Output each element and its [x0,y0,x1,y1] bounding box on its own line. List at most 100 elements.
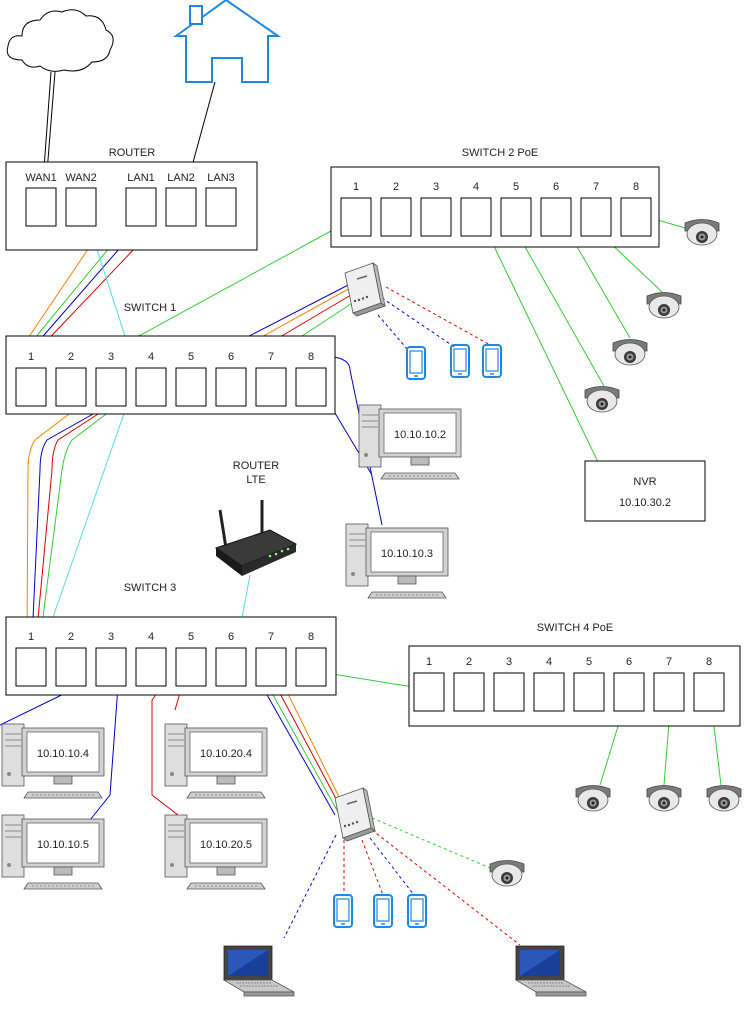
camera-icon [646,292,682,319]
switch4-port-1 [413,672,445,712]
switch2-port-6 [540,197,572,237]
switch3-port-7 [255,647,287,687]
switch1-port-label: 1 [28,351,34,363]
switch2-port-8 [620,197,652,237]
switch2-port-label: 3 [433,181,439,193]
router-lte: ROUTER LTE [214,460,298,576]
switch3-port-label: 2 [68,631,74,643]
router-lte-label: ROUTER [233,460,280,472]
router-port-wan2 [65,187,97,227]
switch3-to-pc-link [89,685,119,821]
switch1-to-switch3-link-cyan [44,404,128,641]
router-port-label: LAN3 [207,172,235,184]
switch2-port-label: 2 [393,181,399,193]
switch4-port-7 [653,672,685,712]
desktop-computer-icon: 10.10.10.4 [1,723,105,799]
switch3-port-8 [295,647,327,687]
switch3-port-2 [55,647,87,687]
switch1-to-switch3-link-orange [26,397,91,641]
switch2-port-label: 7 [593,181,599,193]
switch3-port-label: 5 [188,631,194,643]
switch2-to-camera-link [519,237,605,387]
switch1-port-label: 7 [268,351,274,363]
switch3-port-5 [175,647,207,687]
camera-icon [575,785,611,812]
switch2-port-7 [580,197,612,237]
camera-icon [612,339,648,366]
computer-ip: 10.10.10.4 [37,748,89,760]
switch1-port-2 [55,367,87,407]
switch1-port-4 [135,367,167,407]
ap1-to-phone-link [385,286,493,347]
switch2-port-label: 5 [513,181,519,193]
laptop-icon [223,945,295,997]
ap1-to-phone-link [377,314,409,351]
switch2-to-nvr-link [489,237,599,463]
access-point-icon [334,787,376,842]
camera-icon [706,785,742,812]
switch4-port-label: 4 [546,656,552,668]
computer-ip: 10.10.10.2 [394,429,446,441]
switch2-port-3 [420,197,452,237]
nvr: NVR 10.10.30.2 [584,460,706,522]
phone-icon [373,894,393,928]
switch2-title: SWITCH 2 PoE [462,147,538,159]
ap2-to-camera-link [371,817,496,871]
switch4-port-5 [573,672,605,712]
computer-ip: 10.10.10.5 [37,839,89,851]
switch2-port-1 [340,197,372,237]
switch4-port-label: 3 [506,656,512,668]
desktop-computer-icon: 10.10.10.5 [1,814,105,890]
phone-icon [407,894,427,928]
switch4-port-4 [533,672,565,712]
switch1-port-3 [95,367,127,407]
switch4-port-label: 1 [426,656,432,668]
computer-ip: 10.10.20.5 [200,839,252,851]
switch3-title: SWITCH 3 [124,582,177,594]
router-port-lan3 [205,187,237,227]
switch1-port-label: 4 [148,351,154,363]
switch3-to-ap2-link-orange [283,685,344,806]
router-port-label: LAN2 [167,172,195,184]
switch1-to-switch3-link-red [35,404,113,641]
ap2-to-phone-link [369,837,415,896]
nvr-title: NVR [633,476,656,488]
ap1-to-phone-link [381,297,457,349]
switch2-port-5 [500,197,532,237]
switch1-port-label: 2 [68,351,74,363]
switch1-port-6 [215,367,247,407]
camera-icon [646,785,682,812]
access-point-icon [344,262,386,317]
switch4-port-label: 2 [466,656,472,668]
switch1-to-switch3-link-green [39,404,119,641]
switch2-to-camera-link [571,237,631,339]
switch3-port-6 [215,647,247,687]
switch1-port-5 [175,367,207,407]
camera-icon [489,860,525,887]
desktop-computer-icon: 10.10.20.5 [164,814,268,890]
switch3-port-label: 4 [148,631,154,643]
switch3-port-label: 6 [228,631,234,643]
switch4-port-8 [693,672,725,712]
internet-cloud-icon [6,9,114,72]
ap2-to-laptop-link [371,829,521,946]
switch4-port-2 [453,672,485,712]
switch3-port-4 [135,647,167,687]
desktop-computer-icon: 10.10.20.4 [164,723,268,799]
switch4-port-6 [613,672,645,712]
switch2-port-label: 4 [473,181,479,193]
switch4-port-label: 5 [586,656,592,668]
laptop-icon [515,945,587,997]
router-title: ROUTER [109,147,156,159]
switch1-title: SWITCH 1 [124,302,177,314]
switch3-to-switch4-link [325,672,414,688]
switch2-port-2 [380,197,412,237]
switch4-port-label: 7 [666,656,672,668]
switch2-port-label: 1 [353,181,359,193]
